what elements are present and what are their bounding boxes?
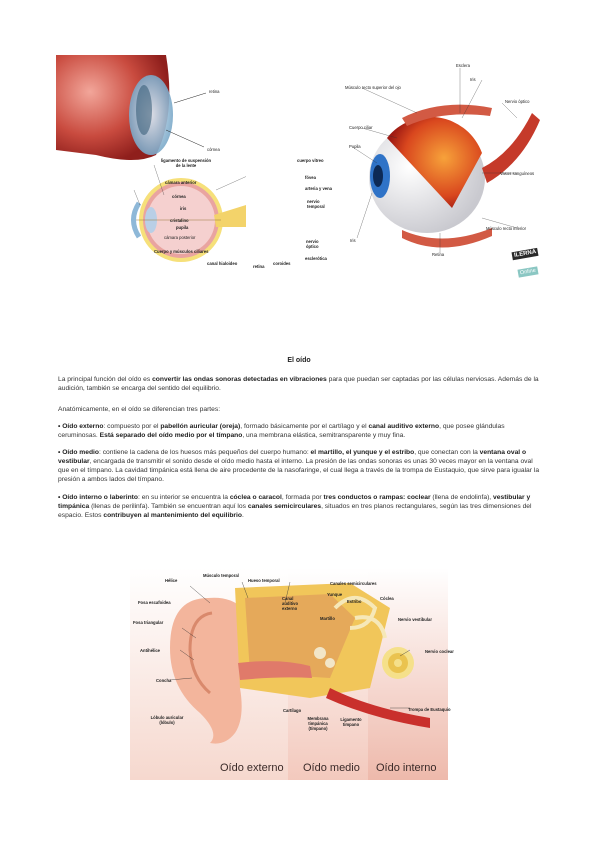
ilerna-logo: ILERNA Online <box>511 242 544 278</box>
text-span: para que puedan ser captadas por las cél… <box>58 376 539 392</box>
label-coroides: coroides <box>273 261 291 266</box>
label-iris: iris <box>180 206 187 211</box>
text-span: , que posee glándulas ceruminosas. <box>58 423 505 439</box>
label-esclerotica: esclerótica <box>305 256 327 261</box>
text-span: : compuesto por el <box>103 423 161 430</box>
text-span: , situados en tres planos rectangulares,… <box>58 503 532 519</box>
label-cuerpo-ciliar-r: Cuerpo ciliar <box>349 125 373 130</box>
label-canales: Canales semicirculares <box>330 581 377 586</box>
text-span: , una membrana elástica, semitransparent… <box>242 432 406 439</box>
label-antihelix: Antihélice <box>140 648 161 653</box>
label-canal: canal hialoideo <box>207 261 238 266</box>
label-musculo-temporal: Músculo temporal <box>203 573 239 578</box>
label-nervio-optico-r: Nervio óptico <box>505 99 530 104</box>
eye-anatomy-diagram-left <box>56 55 295 270</box>
label-cornea-top: córnea <box>207 147 220 152</box>
ear-anatomy-diagram <box>130 568 448 780</box>
paragraph-oido-medio: • Oído medio: contiene la cadena de los … <box>58 448 540 484</box>
label-nervio-vestibular: Nervio vestibular <box>398 617 432 622</box>
label-pupila-r: Pupila <box>349 144 361 149</box>
text-span: (llenas de perilinfa). También se encuen… <box>89 503 248 510</box>
label-retina-top: retina <box>209 89 220 94</box>
label-iris-r: Iris <box>470 77 476 82</box>
text-bold: convertir las ondas sonoras detectadas e… <box>152 376 327 383</box>
text-span: , formado básicamente por el cartílago y… <box>240 423 369 430</box>
text-bold: pabellón auricular (oreja) <box>160 423 241 430</box>
label-camara-anterior: cámara anterior <box>165 180 197 185</box>
label-cornea: córnea <box>172 194 186 199</box>
label-retina-r: Retina <box>432 252 445 257</box>
label-vasos: Vasos sanguíneos <box>500 171 535 176</box>
label-pupila: pupila <box>176 225 189 230</box>
paragraph-oido-externo: • Oído externo: compuesto por el pabelló… <box>58 422 540 440</box>
text-span: : contiene la cadena de los huesos más p… <box>98 449 311 456</box>
label-helix: Hélice <box>165 578 178 583</box>
paragraph-oido-interno: • Oído interno o laberinto: en su interi… <box>58 493 540 520</box>
zone-oido-interno: Oído interno <box>376 762 437 774</box>
text-bold: • Oído interno o laberinto <box>58 494 138 501</box>
label-cuerpo-vitreo: cuerpo vitreo <box>297 158 324 163</box>
text-span: , formada por <box>281 494 324 501</box>
text-span: : en su interior se encuentra la <box>138 494 230 501</box>
eye-anatomy-diagram-right <box>342 58 547 268</box>
label-cristalino: cristalino <box>170 218 189 223</box>
text-bold: contribuyen al mantenimiento del equilib… <box>103 512 242 519</box>
label-esclera: Esclera <box>456 63 470 68</box>
text-span: La principal función del oído es <box>58 376 153 383</box>
label-fosa-triangular: Fosa triangular <box>133 620 164 625</box>
label-estribo: Estribo <box>347 599 362 604</box>
label-concha: Concha <box>156 678 172 683</box>
text-bold: Está separado del oído medio por el tímp… <box>99 432 243 439</box>
label-fovea: fóvea <box>305 175 316 180</box>
text-span: (llena de endolinfa), <box>430 494 494 501</box>
text-bold: vestibular y timpánica <box>58 494 531 510</box>
zone-oido-medio: Oído medio <box>303 762 360 774</box>
label-camara-posterior: cámara posterior <box>164 235 196 240</box>
text-bold: tres conductos o rampas: coclear <box>323 494 431 501</box>
label-arteria-vena: arteria y vena <box>305 186 333 191</box>
label-cuerpo-ciliar: Cuerpo y músculos ciliares <box>154 249 209 254</box>
eye-3d-illustration <box>353 68 540 253</box>
label-nervio-temporal: nervio temporal <box>307 199 325 209</box>
ilerna-logo-online: Online <box>517 266 539 278</box>
label-membrana: Membrana timpánica (tímpano) <box>307 716 329 731</box>
label-musculo-inferior: Músculo recto inferior <box>486 226 527 231</box>
text-bold: • Oído externo <box>58 423 104 430</box>
text-span: , que conectan con la <box>414 449 480 456</box>
text-bold: ventana oval o vestibular <box>58 449 527 465</box>
text-bold: canales semicirculares <box>247 503 322 510</box>
text-bold: cóclea o caracol <box>229 494 282 501</box>
label-nervio-optico: nervio óptico <box>306 239 319 249</box>
label-ligamento-timpano: Ligamento timpano <box>340 717 362 727</box>
label-martillo: Martillo <box>320 616 335 621</box>
text-span: , encargada de transmitir el sonido desd… <box>58 458 540 483</box>
label-lobulo: Lóbulo auricular (lóbulo) <box>150 715 184 725</box>
article-title: El oído <box>287 357 311 364</box>
label-canal-auditivo: Canal auditivo externo <box>282 596 299 611</box>
label-retina: retina <box>253 264 265 269</box>
label-nervio-coclear: Nervio coclear <box>425 649 454 654</box>
paragraph-intro: La principal función del oído es convert… <box>58 375 540 393</box>
label-cartilago: Cartílago <box>283 708 302 713</box>
label-hueso-temporal: Hueso temporal <box>248 578 280 583</box>
label-musculo-recto: Músculo recto superior del ojo <box>345 85 401 90</box>
eye-cross-section-illustration <box>56 55 295 262</box>
label-trompa: Trompa de Eustaquio <box>408 707 451 712</box>
text-bold: el martillo, el yunque y el estribo <box>310 449 415 456</box>
label-coclea: Cóclea <box>380 596 394 601</box>
ilerna-logo-text: ILERNA <box>511 247 539 261</box>
label-yunque: Yunque <box>327 592 343 597</box>
label-fosa-escafoidea: Fosa escafoidea <box>138 600 171 605</box>
ear-cross-section-illustration <box>130 568 448 780</box>
zone-oido-externo: Oído externo <box>220 762 284 774</box>
label-ligamento: ligamento de suspensión de la lente <box>160 158 212 168</box>
paragraph-parts: Anatómicamente, en el oído se diferencia… <box>58 406 221 413</box>
label-iris-bottom: Iris <box>350 238 356 243</box>
text-bold: canal auditivo externo <box>368 423 440 430</box>
text-span: . <box>241 512 244 519</box>
text-bold: • Oído medio <box>58 449 99 456</box>
